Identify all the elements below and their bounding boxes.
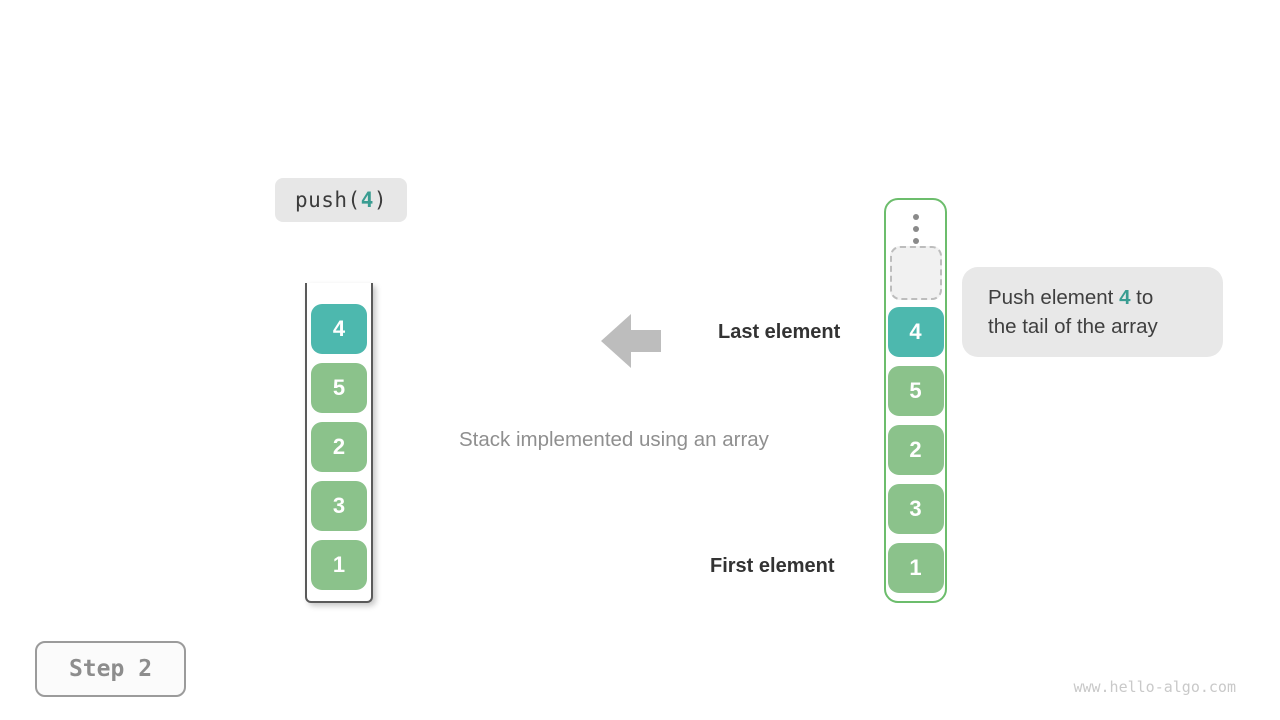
step-label: Step 2: [68, 656, 153, 682]
ellipsis-icon: [912, 214, 919, 244]
caption-text: Stack implemented using an array: [459, 428, 769, 451]
operation-prefix: push(: [294, 188, 361, 212]
watermark-text: www.hello-algo.com: [1073, 678, 1236, 696]
array-cell: 5: [887, 366, 944, 416]
left-arrow-icon: [601, 314, 661, 368]
stack-cell: 1: [311, 540, 367, 590]
tooltip-text-before: Push element: [988, 286, 1120, 309]
array-container: 4 5 2 3 1: [884, 198, 947, 603]
stack-container: 4 5 2 3 1: [305, 283, 373, 603]
array-cell-tail: 4: [887, 307, 944, 357]
array-cell: 3: [887, 484, 944, 534]
tooltip: Push element 4 to the tail of the array: [962, 267, 1223, 357]
tooltip-highlight: 4: [1119, 286, 1131, 309]
empty-array-slot: [889, 246, 942, 300]
stack-cell: 3: [311, 481, 367, 531]
stack-cell: 2: [311, 422, 367, 472]
step-badge: Step 2: [35, 641, 186, 697]
operation-suffix: ): [373, 188, 388, 212]
array-cell: 2: [887, 425, 944, 475]
array-cell: 1: [887, 543, 944, 593]
operation-arg: 4: [360, 188, 374, 212]
operation-label: push(4): [275, 178, 407, 222]
stack-cell: 5: [311, 363, 367, 413]
last-element-label: Last element: [718, 321, 841, 343]
tooltip-line2: the tail of the array: [988, 315, 1158, 338]
tooltip-text-after: to: [1130, 286, 1154, 309]
stack-cell-top: 4: [311, 304, 367, 354]
first-element-label: First element: [710, 555, 835, 577]
